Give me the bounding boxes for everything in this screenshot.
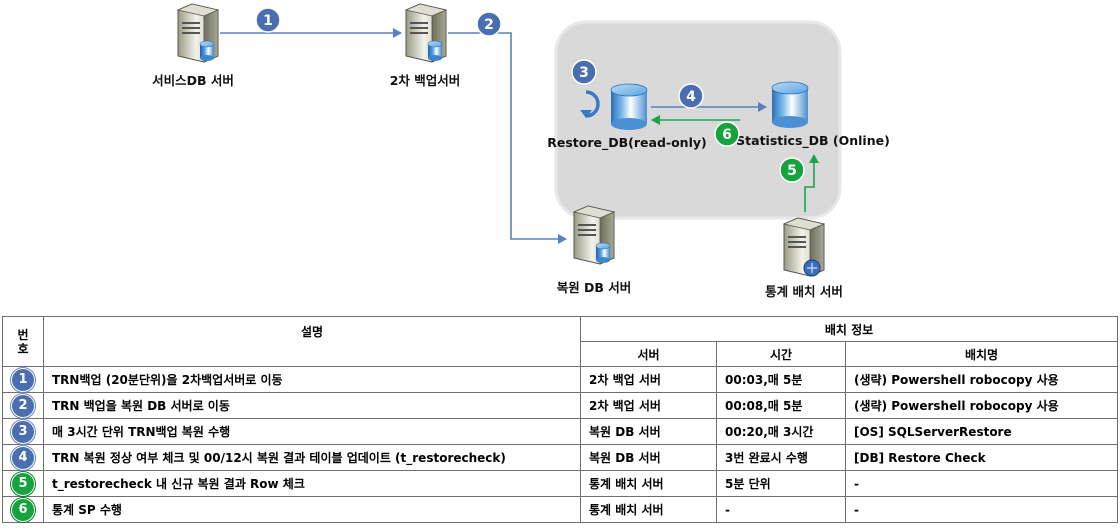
svg-text:2: 2 — [484, 17, 494, 33]
row-server: 복원 DB 서버 — [580, 418, 717, 445]
row-batch-name: (생략) Powershell robocopy 사용 — [845, 392, 1118, 419]
service-db-server-icon — [177, 3, 219, 63]
row-time: 5분 단위 — [716, 470, 846, 497]
table-row: 4 TRN 복원 정상 여부 체크 및 00/12시 복원 결과 테이블 업데이트… — [2, 444, 1118, 471]
row-description: 통계 SP 수행 — [43, 496, 581, 523]
flow-arrow-2 — [448, 32, 567, 244]
row-server: 2차 백업 서버 — [580, 392, 717, 419]
header-server: 서버 — [580, 341, 717, 367]
step-badge-1: 1 — [255, 7, 281, 33]
header-batch-info: 배치 정보 — [580, 316, 1118, 342]
row-time: 00:20,매 3시간 — [716, 418, 846, 445]
header-desc: 설명 — [43, 316, 581, 367]
restore-db-cylinder-icon — [610, 83, 648, 131]
statistics-db-label: Statistics_DB (Online) — [736, 133, 890, 149]
svg-text:1: 1 — [263, 13, 273, 29]
svg-text:4: 4 — [686, 89, 696, 105]
restore-server-icon — [573, 205, 615, 265]
row-num-cell: 6 — [2, 496, 44, 523]
row-batch-name: - — [845, 470, 1118, 497]
row-server: 복원 DB 서버 — [580, 444, 717, 471]
statistics-db-cylinder-icon — [771, 81, 809, 129]
refresh-icon — [580, 90, 600, 118]
row-description: 매 3시간 단위 TRN백업 복원 수행 — [43, 418, 581, 445]
step-number-badge: 6 — [11, 497, 35, 522]
restore-db-label: Restore_DB(read-only) — [547, 135, 706, 151]
step-badge-3: 3 — [571, 59, 597, 85]
row-description: t_restorecheck 내 신규 복원 결과 Row 체크 — [43, 470, 581, 497]
row-batch-name: [OS] SQLServerRestore — [845, 418, 1118, 445]
restore-server-label: 복원 DB 서버 — [557, 280, 632, 295]
svg-text:3: 3 — [579, 65, 589, 81]
backup2-label: 2차 백업서버 — [390, 73, 461, 88]
row-time: 00:08,매 5분 — [716, 392, 846, 419]
row-batch-name: (생략) Powershell robocopy 사용 — [845, 366, 1118, 393]
stats-batch-server-icon — [783, 217, 825, 277]
row-num-cell: 3 — [2, 418, 44, 445]
row-server: 통계 배치 서버 — [580, 470, 717, 497]
service-db-label: 서비스DB 서버 — [152, 73, 234, 88]
row-batch-name: [DB] Restore Check — [845, 444, 1118, 471]
stats-batch-label: 통계 배치 서버 — [765, 284, 843, 299]
row-num-cell: 5 — [2, 470, 44, 497]
step-number-badge: 4 — [11, 445, 35, 470]
flow-diagram: 서비스DB 서버 2차 백업서버 복원 DB 서버 통계 배치 서버 Resto… — [152, 3, 890, 299]
step-badge-4: 4 — [678, 83, 704, 109]
step-badge-6: 6 — [714, 121, 740, 147]
step-badge-2: 2 — [476, 11, 502, 37]
header-batch-name: 배치명 — [845, 341, 1118, 367]
row-server: 2차 백업 서버 — [580, 366, 717, 393]
row-num-cell: 1 — [2, 366, 44, 393]
svg-text:6: 6 — [722, 127, 732, 143]
header-time: 시간 — [716, 341, 846, 367]
row-num-cell: 4 — [2, 444, 44, 471]
svg-text:5: 5 — [787, 163, 797, 179]
row-time: 00:03,매 5분 — [716, 366, 846, 393]
row-description: TRN백업 (20분단위)을 2차백업서버로 이동 — [43, 366, 581, 393]
row-description: TRN 복원 정상 여부 체크 및 00/12시 복원 결과 테이블 업데이트 … — [43, 444, 581, 471]
backup2-server-icon — [405, 3, 447, 63]
row-batch-name: - — [845, 496, 1118, 523]
row-time: - — [716, 496, 846, 523]
row-description: TRN 백업을 복원 DB 서버로 이동 — [43, 392, 581, 419]
row-server: 통계 배치 서버 — [580, 496, 717, 523]
row-num-cell: 2 — [2, 392, 44, 419]
step-number-badge: 1 — [11, 367, 35, 392]
step-badge-5: 5 — [779, 157, 805, 183]
step-number-badge: 2 — [11, 393, 35, 418]
flow-arrow-5 — [804, 154, 819, 212]
step-number-badge: 3 — [11, 419, 35, 444]
step-number-badge: 5 — [11, 471, 35, 496]
row-time: 3번 완료시 수행 — [716, 444, 846, 471]
